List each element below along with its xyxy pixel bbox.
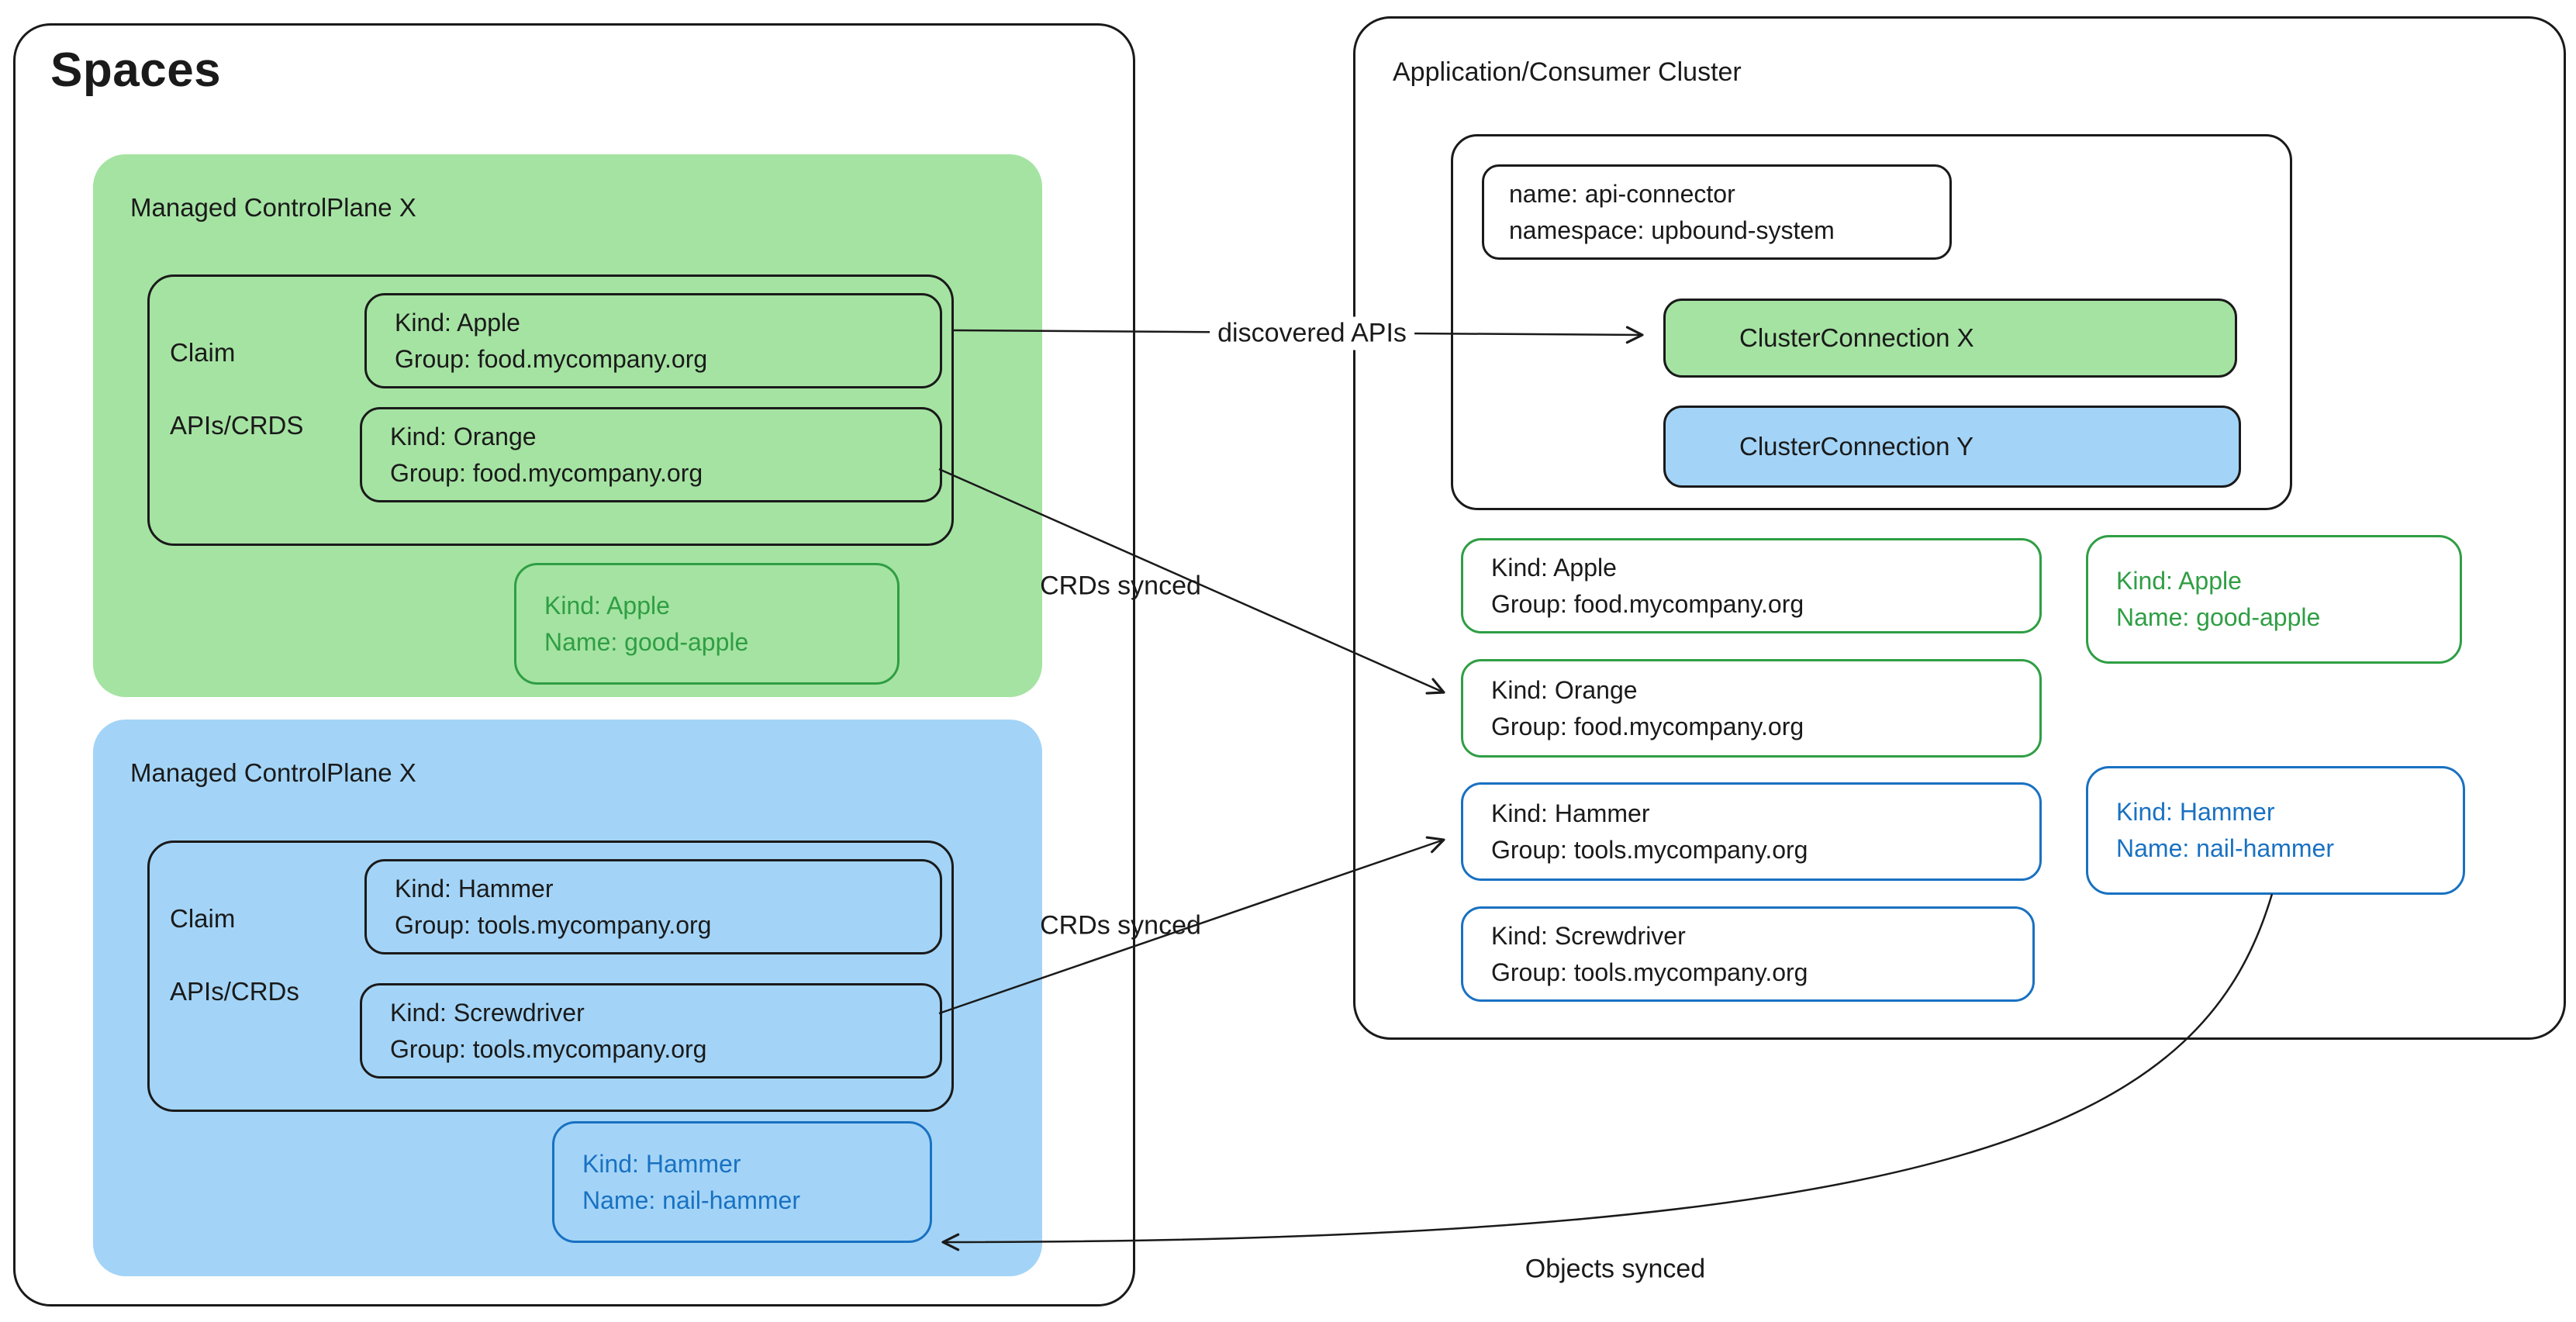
claim-label-line2: APIs/CRDS	[170, 410, 304, 440]
cluster-connection-x-label: ClusterConnection X	[1739, 323, 1974, 352]
managed-controlplane-green: Managed ControlPlane X Claim APIs/CRDS K…	[93, 154, 1042, 697]
crds-synced-top-label: CRDs synced	[1040, 571, 1201, 601]
objects-synced-label: Objects synced	[1517, 1252, 1714, 1286]
resource-good-apple: Kind: Apple Name: good-apple	[514, 563, 900, 685]
crd-group: Group: tools.mycompany.org	[390, 1034, 707, 1063]
resource-name: Name: good-apple	[544, 627, 749, 656]
crd-group: Group: food.mycompany.org	[390, 458, 703, 487]
synced-crd-screwdriver: Kind: Screwdriver Group: tools.mycompany…	[1461, 906, 2035, 1002]
resource-name: Name: nail-hammer	[582, 1186, 800, 1214]
resource-nail-hammer-left: Kind: Hammer Name: nail-hammer	[552, 1121, 932, 1243]
crd-claim-apple: Kind: Apple Group: food.mycompany.org	[364, 293, 942, 388]
synced-crd-orange: Kind: Orange Group: food.mycompany.org	[1461, 659, 2042, 758]
managed-controlplane-blue: Managed ControlPlane X Claim APIs/CRDs K…	[93, 720, 1042, 1276]
claim-apis-box-blue: Claim APIs/CRDs Kind: Hammer Group: tool…	[147, 840, 954, 1112]
api-connector-meta: name: api-connector namespace: upbound-s…	[1482, 164, 1952, 260]
mcp-green-title: Managed ControlPlane X	[130, 193, 416, 222]
crd-kind: Kind: Hammer	[395, 874, 554, 903]
cluster-connection-x: ClusterConnection X	[1663, 299, 2237, 378]
claim-label-blue: Claim APIs/CRDs	[170, 865, 299, 1046]
object-name: Name: good-apple	[2116, 603, 2321, 631]
crd-kind: Kind: Screwdriver	[390, 998, 585, 1027]
api-connector-box: name: api-connector namespace: upbound-s…	[1451, 134, 2292, 510]
crd-kind: Kind: Apple	[1491, 553, 1617, 582]
crd-kind: Kind: Orange	[390, 422, 537, 450]
crd-group: Group: food.mycompany.org	[395, 344, 708, 373]
api-connector-namespace: namespace: upbound-system	[1509, 216, 1835, 244]
spaces-title: Spaces	[50, 43, 222, 97]
crd-group: Group: tools.mycompany.org	[395, 910, 712, 939]
crd-claim-hammer: Kind: Hammer Group: tools.mycompany.org	[364, 859, 942, 954]
claim-label-line1: Claim	[170, 337, 236, 367]
object-kind: Kind: Hammer	[2116, 798, 2275, 827]
claim-apis-box-green: Claim APIs/CRDS Kind: Apple Group: food.…	[147, 274, 954, 546]
resource-kind: Kind: Apple	[544, 591, 670, 620]
discovered-apis-label: discovered APIs	[1210, 316, 1414, 350]
claim-label-line1: Claim	[170, 903, 236, 933]
resource-kind: Kind: Hammer	[582, 1149, 741, 1178]
crd-group: Group: food.mycompany.org	[1491, 712, 1804, 740]
claim-label-line2: APIs/CRDs	[170, 976, 299, 1006]
crd-kind: Kind: Apple	[395, 308, 520, 337]
synced-object-nail-hammer: Kind: Hammer Name: nail-hammer	[2086, 766, 2465, 895]
synced-object-good-apple: Kind: Apple Name: good-apple	[2086, 535, 2462, 664]
crd-kind: Kind: Orange	[1491, 675, 1638, 704]
cluster-connection-y-label: ClusterConnection Y	[1739, 432, 1974, 461]
crds-synced-bottom-label: CRDs synced	[1040, 910, 1201, 941]
claim-label-green: Claim APIs/CRDS	[170, 299, 303, 480]
crd-group: Group: food.mycompany.org	[1491, 589, 1804, 618]
object-kind: Kind: Apple	[2116, 567, 2242, 595]
cluster-connection-y: ClusterConnection Y	[1663, 406, 2241, 488]
cluster-title: Application/Consumer Cluster	[1393, 57, 1742, 87]
crd-group: Group: tools.mycompany.org	[1491, 958, 1808, 986]
object-name: Name: nail-hammer	[2116, 834, 2334, 862]
api-connector-name: name: api-connector	[1509, 179, 1735, 208]
cluster-container: Application/Consumer Cluster name: api-c…	[1353, 16, 2566, 1040]
crd-kind: Kind: Hammer	[1491, 799, 1650, 827]
crd-group: Group: tools.mycompany.org	[1491, 835, 1808, 864]
synced-crd-apple: Kind: Apple Group: food.mycompany.org	[1461, 538, 2042, 633]
mcp-blue-title: Managed ControlPlane X	[130, 758, 416, 787]
crd-claim-orange: Kind: Orange Group: food.mycompany.org	[360, 407, 942, 502]
crd-kind: Kind: Screwdriver	[1491, 921, 1686, 950]
synced-crd-hammer: Kind: Hammer Group: tools.mycompany.org	[1461, 782, 2042, 881]
spaces-container: Spaces Managed ControlPlane X Claim APIs…	[13, 23, 1135, 1306]
crd-claim-screwdriver: Kind: Screwdriver Group: tools.mycompany…	[360, 983, 942, 1079]
